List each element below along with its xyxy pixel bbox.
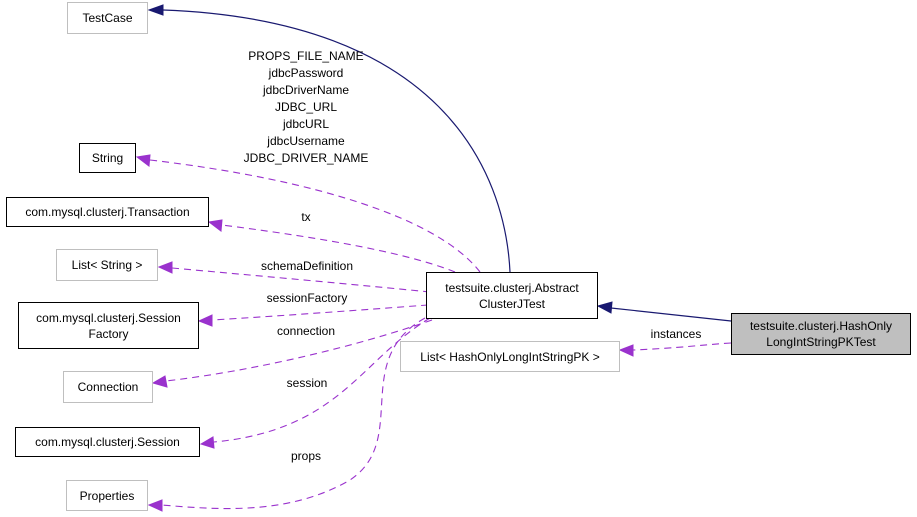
node-abstract-clusterj-test[interactable]: testsuite.clusterj.Abstract ClusterJTest bbox=[426, 272, 598, 319]
node-abstract-label-2: ClusterJTest bbox=[478, 296, 546, 311]
edge-use-connection-arrow bbox=[151, 375, 168, 388]
edge-use-schema-arrow bbox=[157, 261, 173, 274]
edge-use-sessionfactory bbox=[211, 304, 429, 321]
node-hashonly-label-1: testsuite.clusterj.HashOnly bbox=[749, 319, 893, 333]
node-session-factory-label-2: Factory bbox=[88, 326, 129, 341]
edge-use-string-arrow bbox=[135, 154, 151, 167]
node-session-factory[interactable]: com.mysql.clusterj.Session Factory bbox=[18, 302, 199, 349]
edge-use-connection bbox=[165, 319, 433, 382]
edge-inherit-testcase bbox=[162, 9, 511, 273]
edge-use-session bbox=[213, 317, 431, 443]
node-session[interactable]: com.mysql.clusterj.Session bbox=[15, 427, 200, 457]
edge-use-session-arrow bbox=[199, 436, 215, 449]
edge-label-schema-definition: schemaDefinition bbox=[260, 259, 354, 273]
edge-inherit-testcase-arrow bbox=[147, 4, 164, 16]
edge-label-jdbc-username: jdbcUsername bbox=[267, 134, 345, 148]
node-hashonly-label-2: LongIntStringPKTest bbox=[766, 335, 876, 349]
node-session-factory-label-1: com.mysql.clusterj.Session bbox=[36, 310, 181, 325]
edge-use-string bbox=[149, 159, 481, 273]
edge-use-instances bbox=[632, 342, 732, 351]
edge-label-jdbc-driver-name-const: JDBC_DRIVER_NAME bbox=[243, 151, 369, 165]
edge-use-sessionfactory-arrow bbox=[197, 314, 213, 327]
edge-inherit-abstract-arrow bbox=[596, 301, 613, 314]
edge-use-tx-arrow bbox=[207, 219, 223, 232]
node-transaction-label: com.mysql.clusterj.Transaction bbox=[25, 205, 190, 219]
node-abstract-label-1: testsuite.clusterj.Abstract bbox=[445, 280, 579, 295]
node-list-string-label: List< String > bbox=[71, 258, 143, 272]
node-list-string[interactable]: List< String > bbox=[56, 249, 158, 281]
edge-label-session-factory: sessionFactory bbox=[266, 291, 348, 305]
node-testcase-label: TestCase bbox=[82, 11, 133, 25]
edge-inherit-abstract bbox=[610, 307, 732, 322]
edge-label-connection: connection bbox=[276, 324, 336, 338]
node-properties-label: Properties bbox=[79, 488, 135, 503]
edge-label-jdbc-url: jdbcURL bbox=[282, 117, 330, 131]
edge-label-tx: tx bbox=[301, 210, 311, 224]
edge-use-schema bbox=[171, 267, 431, 293]
edge-label-props-file-name: PROPS_FILE_NAME bbox=[248, 49, 364, 63]
edge-label-session: session bbox=[286, 376, 328, 390]
edge-use-props bbox=[161, 317, 426, 510]
edge-use-instances-arrow bbox=[618, 344, 634, 357]
edge-label-jdbc-url-const: JDBC_URL bbox=[274, 100, 338, 114]
edge-label-jdbc-driver-name: jdbcDriverName bbox=[262, 83, 350, 97]
edge-use-props-arrow bbox=[147, 499, 163, 512]
node-hashonly-test[interactable]: testsuite.clusterj.HashOnly LongIntStrin… bbox=[731, 313, 911, 355]
node-session-label: com.mysql.clusterj.Session bbox=[35, 435, 180, 449]
edge-label-string-fields: PROPS_FILE_NAME jdbcPassword jdbcDriverN… bbox=[244, 48, 369, 167]
node-properties[interactable]: Properties bbox=[66, 480, 148, 511]
node-string[interactable]: String bbox=[79, 143, 136, 173]
node-string-label: String bbox=[91, 151, 124, 165]
edge-label-props: props bbox=[290, 449, 322, 463]
node-list-hashonly-pk[interactable]: List< HashOnlyLongIntStringPK > bbox=[400, 341, 620, 372]
node-transaction[interactable]: com.mysql.clusterj.Transaction bbox=[6, 197, 209, 227]
node-testcase[interactable]: TestCase bbox=[67, 2, 148, 34]
node-connection[interactable]: Connection bbox=[63, 371, 153, 403]
node-connection-label: Connection bbox=[77, 380, 139, 394]
edge-use-tx bbox=[221, 224, 456, 273]
edge-label-jdbc-password: jdbcPassword bbox=[268, 66, 344, 80]
node-list-hashonly-pk-label: List< HashOnlyLongIntStringPK > bbox=[420, 349, 600, 364]
edge-label-instances: instances bbox=[650, 327, 702, 341]
